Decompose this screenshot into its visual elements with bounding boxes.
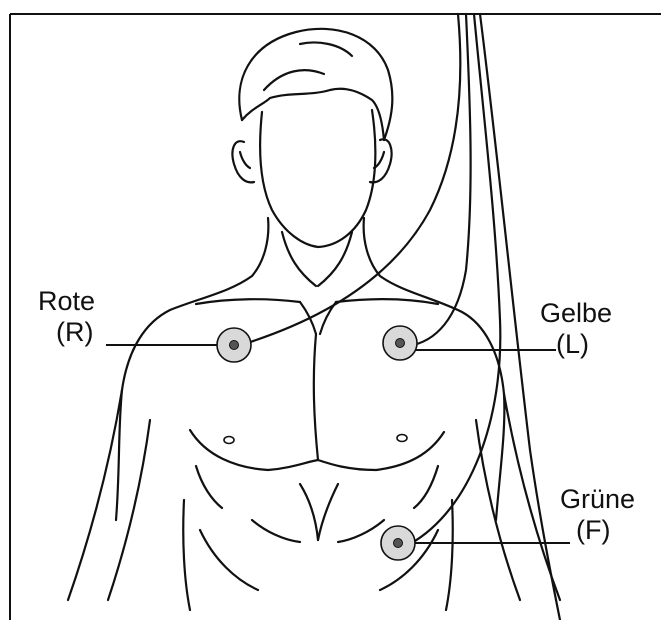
label-F-name: Grüne — [560, 484, 635, 515]
label-electrode-L: Gelbe (L) — [540, 298, 612, 360]
electrode-L — [383, 326, 417, 360]
label-electrode-F: Grüne (F) — [560, 484, 635, 546]
label-R-name: Rote — [38, 286, 95, 317]
label-L-code: (L) — [556, 329, 612, 360]
neck-shoulders — [68, 218, 560, 610]
label-F-code: (F) — [576, 515, 635, 546]
head-outline — [232, 29, 392, 247]
label-electrode-R: Rote (R) — [38, 286, 95, 348]
electrode-R — [217, 328, 251, 362]
label-R-code: (R) — [56, 317, 95, 348]
label-L-name: Gelbe — [540, 298, 612, 329]
electrode-F — [381, 526, 415, 560]
